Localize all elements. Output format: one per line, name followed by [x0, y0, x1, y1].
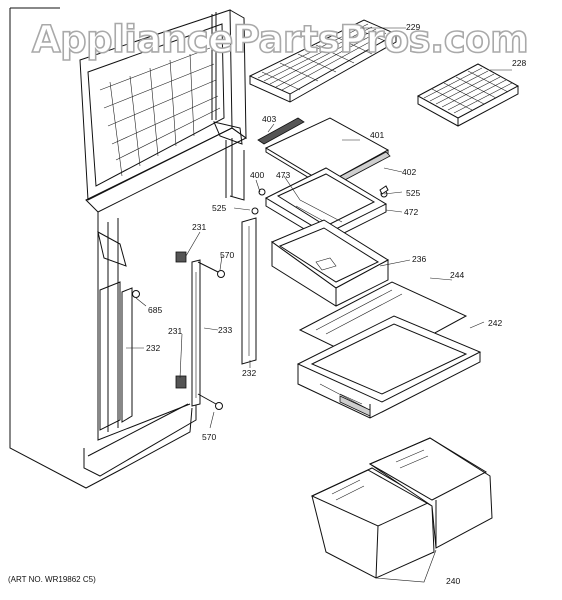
- shelf-frame: [251, 167, 389, 243]
- callout-570-top: 570: [220, 250, 234, 260]
- callout-244: 244: [450, 270, 464, 280]
- cover-frame-242: [296, 315, 482, 419]
- callout-240: 240: [446, 576, 460, 586]
- callout-236: 236: [412, 254, 426, 264]
- wire-shelf-229: [248, 19, 398, 103]
- callout-685: 685: [148, 305, 162, 315]
- callout-228: 228: [512, 58, 526, 68]
- callout-402: 402: [402, 167, 416, 177]
- art-number: (ART NO. WR19862 C5): [8, 575, 96, 584]
- refrigerator-cabinet: [9, 7, 247, 489]
- callout-525-left: 525: [212, 203, 226, 213]
- callout-labels: 229 228 403 401 402 400 473 525 525 472 …: [146, 22, 526, 586]
- callout-232-left: 232: [146, 343, 160, 353]
- callout-472: 472: [404, 207, 418, 217]
- callout-233: 233: [218, 325, 232, 335]
- callout-242: 242: [488, 318, 502, 328]
- shelf-rails: [121, 217, 257, 423]
- callout-473: 473: [276, 170, 290, 180]
- callout-525-right: 525: [406, 188, 420, 198]
- watermark-text: AppliancePartsPros.com: [32, 18, 528, 61]
- callout-231-top: 231: [192, 222, 206, 232]
- wire-shelf-228: [416, 63, 520, 127]
- callout-400: 400: [250, 170, 264, 180]
- callout-570-bottom: 570: [202, 432, 216, 442]
- callout-403: 403: [262, 114, 276, 124]
- crisper-drawers-240: [310, 437, 493, 579]
- callout-229: 229: [406, 22, 420, 32]
- callout-231-bottom: 231: [168, 326, 182, 336]
- callout-401: 401: [370, 130, 384, 140]
- leader-lines: [126, 27, 512, 583]
- pan-236: [270, 219, 389, 307]
- callout-232-right: 232: [242, 368, 256, 378]
